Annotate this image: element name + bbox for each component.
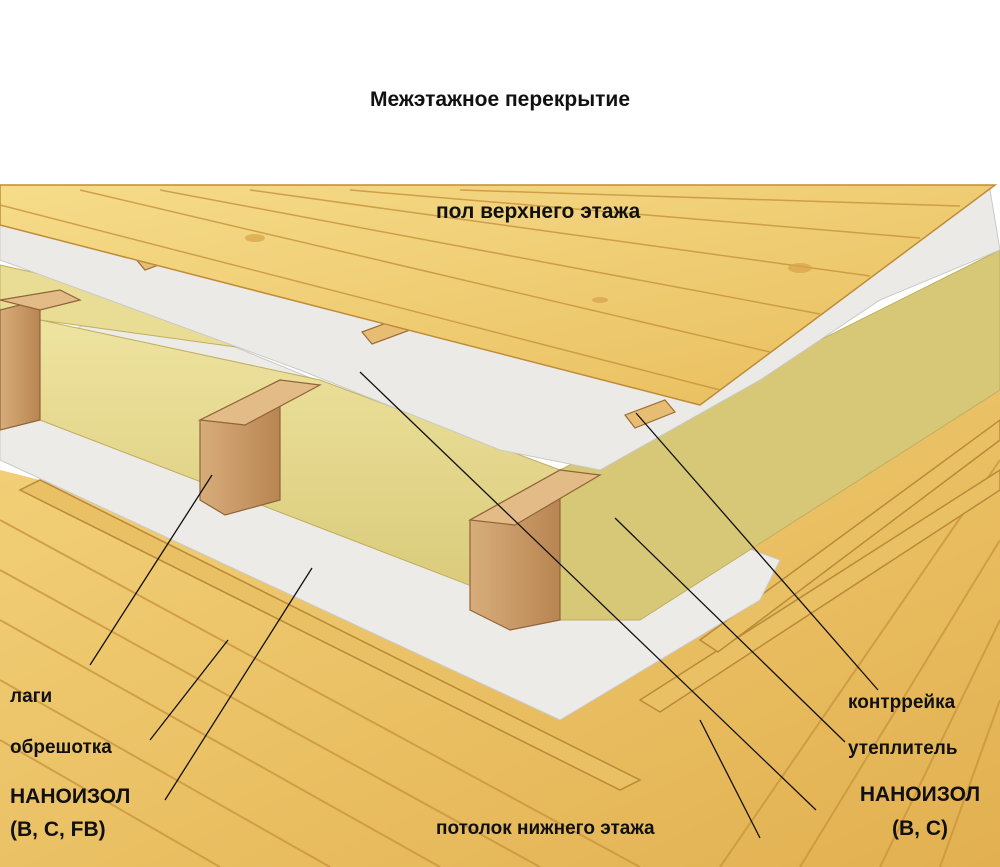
label-upper-floor: пол верхнего этажа [436,200,641,223]
joists [0,289,602,631]
diagram-title: Межэтажное перекрытие [370,88,630,111]
label-lower-ceiling: потолок нижнего этажа [436,818,655,839]
upper-floor-boards [0,184,998,406]
label-nanoizol-right-1: НАНОИЗОЛ [859,783,981,806]
label-insulation: утеплитель [848,738,958,759]
label-joists: лаги [10,686,53,707]
label-nanoizol-left-1: НАНОИЗОЛ [10,785,131,808]
label-nanoizol-left-2: (B, C, FB) [10,818,106,841]
label-counter-batten: контррейка [848,692,956,713]
label-nanoizol-right-2: (B, C) [892,817,948,840]
leader-lines [89,371,879,839]
label-battens: обрешотка [10,737,112,758]
